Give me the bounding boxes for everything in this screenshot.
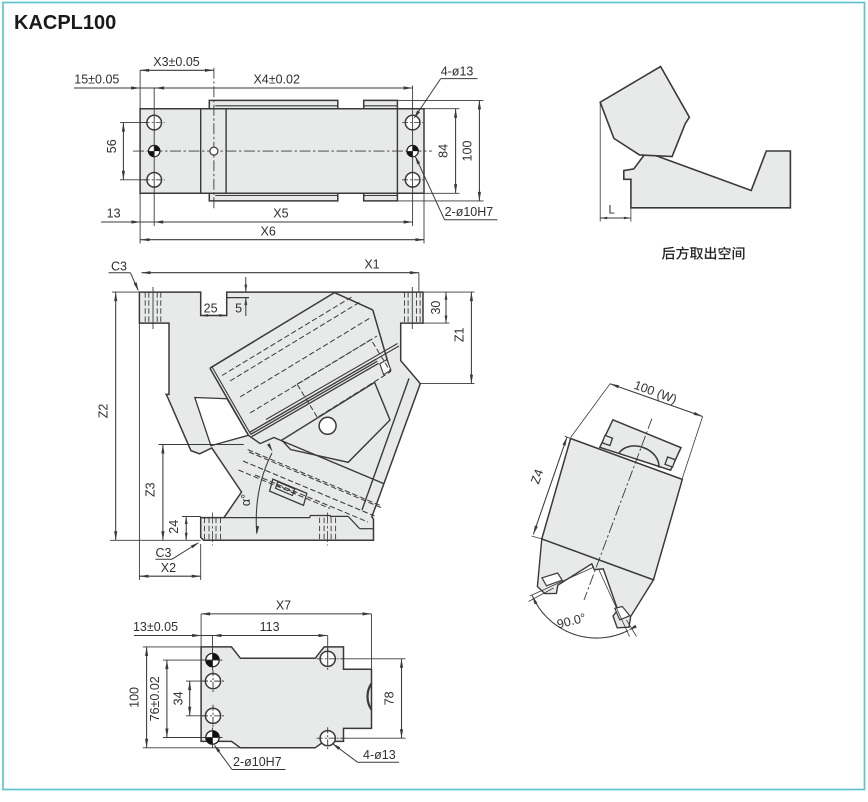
svg-text:13±0.05: 13±0.05 [133,620,178,634]
svg-text:X2: X2 [161,561,176,575]
svg-text:X1: X1 [364,257,379,271]
svg-text:4-ø13: 4-ø13 [363,748,396,762]
svg-text:84: 84 [437,144,451,158]
svg-text:Z3: Z3 [144,482,158,497]
svg-text:13: 13 [107,207,121,221]
svg-text:5: 5 [235,301,242,315]
svg-text:C3: C3 [111,259,127,273]
svg-text:X5: X5 [273,207,288,221]
svg-text:KACPL100: KACPL100 [14,12,116,34]
svg-text:Z2: Z2 [97,404,111,419]
svg-text:78: 78 [383,691,397,705]
svg-text:100: 100 [128,687,142,708]
svg-text:Z1: Z1 [453,327,467,342]
svg-text:90.0°: 90.0° [556,611,588,632]
svg-text:2-ø10H7: 2-ø10H7 [233,755,282,769]
svg-text:2-ø10H7: 2-ø10H7 [445,205,494,219]
svg-text:76±0.02: 76±0.02 [148,676,162,721]
svg-text:24: 24 [167,520,181,534]
svg-text:100: 100 [460,141,474,162]
svg-text:X7: X7 [276,599,291,613]
svg-text:113: 113 [260,620,280,634]
svg-text:15±0.05: 15±0.05 [74,73,119,87]
svg-text:30: 30 [429,301,443,315]
svg-text:100 (W): 100 (W) [632,378,679,406]
svg-text:X6: X6 [261,224,276,238]
svg-text:X3±0.05: X3±0.05 [153,55,200,69]
svg-text:X4±0.02: X4±0.02 [253,73,300,87]
svg-text:L: L [608,205,615,217]
svg-text:34: 34 [172,691,186,705]
svg-text:56: 56 [105,139,119,153]
svg-text:Z4: Z4 [528,467,546,486]
svg-text:C3: C3 [156,546,172,560]
svg-text:4-ø13: 4-ø13 [441,65,474,79]
svg-text:25: 25 [204,301,218,315]
svg-text:α°: α° [239,494,253,506]
